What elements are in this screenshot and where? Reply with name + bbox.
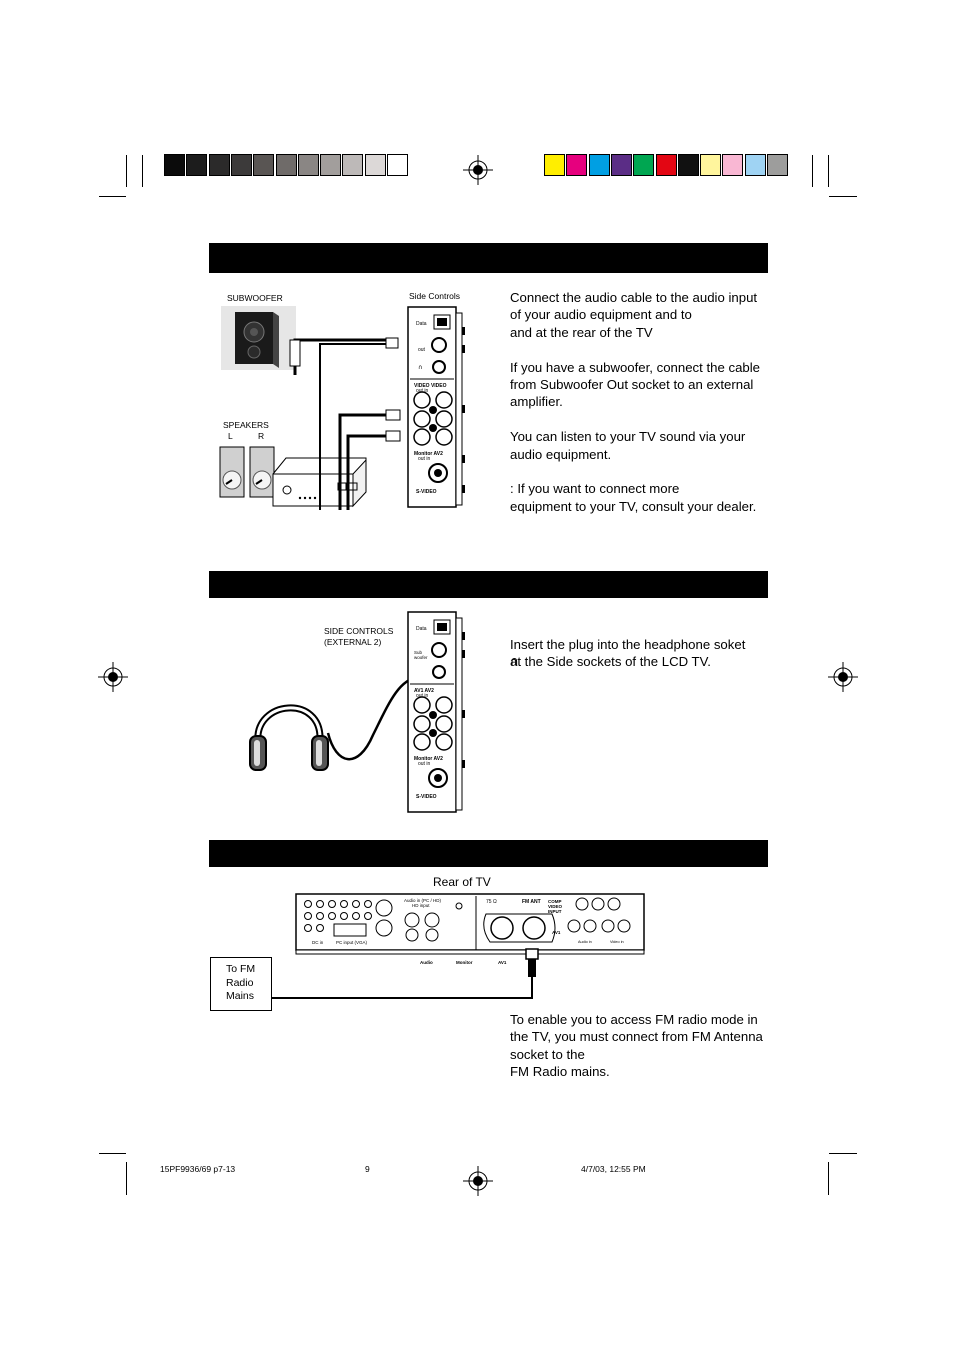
section-header-bar-3 bbox=[209, 840, 768, 867]
section-header-bar-1 bbox=[209, 243, 768, 273]
audio-cables-section1 bbox=[289, 337, 401, 510]
gray-swatch bbox=[275, 154, 297, 176]
registration-mark-bottom bbox=[463, 1166, 493, 1196]
svg-text:HD input: HD input bbox=[412, 903, 430, 908]
svg-text:Data: Data bbox=[416, 626, 427, 632]
crop-mark-br-h bbox=[829, 1153, 857, 1154]
side-controls-panel-1: Data out ∩ VIDEO VIDEO out in Monitor AV… bbox=[407, 306, 465, 508]
color-swatch bbox=[610, 154, 632, 176]
headphones-image bbox=[249, 704, 329, 771]
svg-text:FM ANT: FM ANT bbox=[522, 899, 541, 905]
crop-mark-br-v bbox=[828, 1162, 829, 1195]
subwoofer-image bbox=[221, 306, 296, 370]
section-header-bar-2 bbox=[209, 571, 768, 598]
side-controls-external2-label: SIDE CONTROLS (EXTERNAL 2) bbox=[324, 626, 394, 647]
registration-mark-right bbox=[828, 662, 858, 692]
section1-instructions: Connect the audio cable to the audio inp… bbox=[510, 290, 760, 514]
gray-swatch bbox=[164, 154, 185, 176]
speaker-l-label: L bbox=[228, 431, 233, 441]
svg-text:VIDEO: VIDEO bbox=[548, 904, 563, 909]
svg-text:Audio: Audio bbox=[420, 960, 433, 965]
speaker-r-label: R bbox=[258, 431, 265, 441]
crop-mark-tl-v2 bbox=[142, 155, 143, 187]
svg-text:S-VIDEO: S-VIDEO bbox=[416, 489, 437, 495]
gray-swatch bbox=[230, 154, 252, 176]
crop-mark-tl-v bbox=[126, 155, 127, 187]
crop-mark-bl-h bbox=[99, 1153, 126, 1154]
svg-text:75 Ω: 75 Ω bbox=[486, 899, 497, 905]
fm-radio-mains-label: To FM Radio Mains bbox=[226, 963, 256, 1002]
speaker-left-image bbox=[219, 446, 245, 498]
svg-text:AV1 AV2: AV1 AV2 bbox=[414, 688, 434, 694]
crop-mark-tr-h bbox=[829, 196, 857, 197]
side-controls-panel-2: Data Sub woofer AV1 AV2 out in Monitor A… bbox=[407, 611, 465, 813]
svg-text:S-VIDEO: S-VIDEO bbox=[416, 794, 437, 800]
svg-text:INPUT: INPUT bbox=[548, 909, 562, 914]
svg-text:Monitor AV2: Monitor AV2 bbox=[414, 451, 443, 457]
svg-text:Audio in: Audio in bbox=[578, 940, 592, 944]
svg-text:VIDEO VIDEO: VIDEO VIDEO bbox=[414, 383, 447, 389]
registration-mark-left bbox=[98, 662, 128, 692]
svg-text:PC input (VGA): PC input (VGA) bbox=[336, 940, 368, 945]
subwoofer-label: SUBWOOFER bbox=[227, 293, 283, 303]
speakers-label: SPEAKERS bbox=[223, 420, 269, 430]
gray-swatch bbox=[253, 154, 275, 176]
color-swatch bbox=[722, 154, 744, 176]
color-swatch bbox=[655, 154, 677, 176]
speaker-right-image bbox=[249, 446, 275, 498]
svg-text:∩: ∩ bbox=[418, 364, 422, 371]
crop-mark-bl-v bbox=[126, 1162, 127, 1195]
svg-text:woofer: woofer bbox=[414, 655, 428, 660]
section3-instructions: To enable you to access FM radio mode in… bbox=[510, 1012, 763, 1080]
color-swatch bbox=[588, 154, 610, 176]
svg-text:AV1: AV1 bbox=[498, 960, 507, 965]
color-swatch bbox=[767, 154, 788, 176]
svg-text:out in: out in bbox=[416, 388, 428, 394]
color-swatch bbox=[566, 154, 588, 176]
gray-swatch bbox=[297, 154, 319, 176]
svg-text:Monitor AV2: Monitor AV2 bbox=[414, 756, 443, 762]
color-swatch bbox=[677, 154, 699, 176]
svg-text:Monitor: Monitor bbox=[456, 960, 473, 965]
crop-mark-tr-v bbox=[812, 155, 813, 187]
svg-text:Audio in (PC / HD): Audio in (PC / HD) bbox=[404, 898, 442, 903]
svg-text:DC in: DC in bbox=[312, 940, 324, 945]
crop-mark-tr-v2 bbox=[828, 155, 829, 187]
section2-instructions: Insert the plug into the headphone soket… bbox=[510, 637, 746, 670]
fm-antenna-cable bbox=[272, 948, 539, 999]
footer-file-name: 15PF9936/69 p7-13 bbox=[160, 1164, 236, 1174]
gray-swatch bbox=[186, 154, 208, 176]
gray-swatch bbox=[387, 154, 408, 176]
footer-page-number: 9 bbox=[365, 1164, 370, 1174]
rear-of-tv-label: Rear of TV bbox=[433, 875, 491, 889]
side-controls-label: Side Controls bbox=[409, 291, 461, 301]
color-swatch bbox=[633, 154, 655, 176]
footer-timestamp: 4/7/03, 12:55 PM bbox=[581, 1164, 646, 1174]
svg-text:out in: out in bbox=[418, 456, 430, 462]
svg-text:COMP: COMP bbox=[548, 899, 562, 904]
gray-swatch bbox=[208, 154, 230, 176]
fm-radio-mains-box bbox=[210, 957, 272, 1011]
tv-rear-panel: Audio in (PC / HD) HD input DC in PC inp… bbox=[295, 893, 645, 965]
headphone-icon: ∩ bbox=[510, 654, 519, 668]
svg-text:out in: out in bbox=[418, 761, 430, 767]
svg-text:out in: out in bbox=[416, 693, 428, 699]
gray-swatch bbox=[364, 154, 386, 176]
svg-text:Data: Data bbox=[416, 321, 427, 327]
svg-text:Video in: Video in bbox=[610, 940, 624, 944]
svg-text:out: out bbox=[418, 347, 426, 353]
color-swatch bbox=[744, 154, 766, 176]
registration-mark-top bbox=[463, 155, 493, 185]
color-swatch bbox=[544, 154, 565, 176]
svg-text:Sub: Sub bbox=[414, 650, 423, 655]
gray-swatch bbox=[342, 154, 364, 176]
crop-mark-tl-h bbox=[99, 196, 126, 197]
svg-text:AV1: AV1 bbox=[552, 930, 561, 935]
gray-swatch bbox=[320, 154, 342, 176]
color-swatch bbox=[700, 154, 722, 176]
